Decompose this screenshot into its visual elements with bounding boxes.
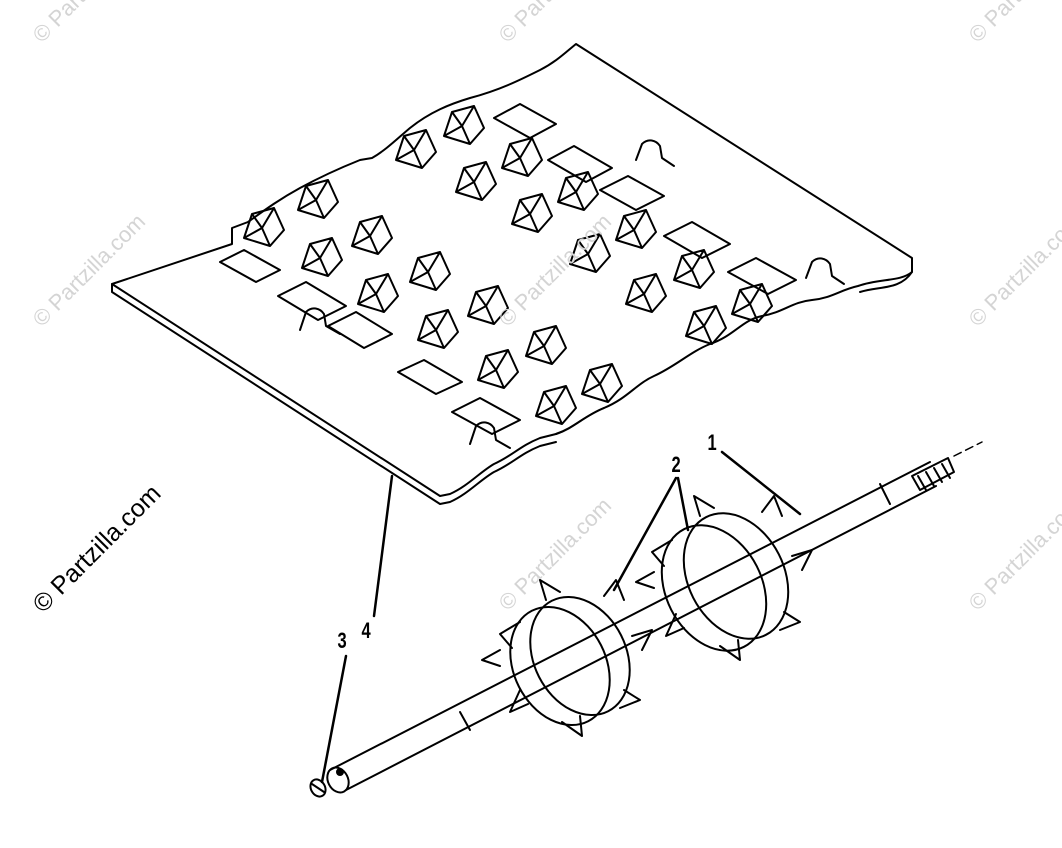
callout-2: 2 [671, 452, 681, 477]
drive-shaft [326, 441, 983, 794]
track-cleat [557, 171, 599, 211]
track-cleat [455, 161, 497, 201]
track-cleat [443, 105, 485, 145]
track-cleat [511, 193, 553, 233]
track-cleat [357, 273, 399, 313]
track-cleat [395, 129, 437, 169]
track-cleat [535, 385, 577, 425]
leader-lines [320, 450, 802, 784]
track-cleat [581, 363, 623, 403]
track-cleat [409, 251, 451, 291]
track-cleat [569, 233, 611, 273]
track-cleat [417, 309, 459, 349]
track-cleat [467, 285, 509, 325]
track-cleat [525, 325, 567, 365]
track-cleat [685, 305, 727, 345]
track-cleat [501, 137, 543, 177]
track-cleat [615, 209, 657, 249]
track-section [111, 43, 913, 505]
track-cleat [351, 215, 393, 255]
screw [309, 778, 327, 798]
track-cleat [301, 237, 343, 277]
callout-4: 4 [361, 618, 371, 643]
sprocket-right [635, 495, 813, 661]
track-cleat [243, 207, 285, 247]
callout-1: 1 [707, 430, 717, 455]
sprocket-left [481, 579, 653, 737]
callout-3: 3 [337, 628, 347, 653]
track-cleat [625, 273, 667, 313]
track-cleat [297, 179, 339, 219]
track-cleat [673, 249, 715, 289]
track-cleat [477, 349, 519, 389]
track-cleat [731, 283, 773, 323]
